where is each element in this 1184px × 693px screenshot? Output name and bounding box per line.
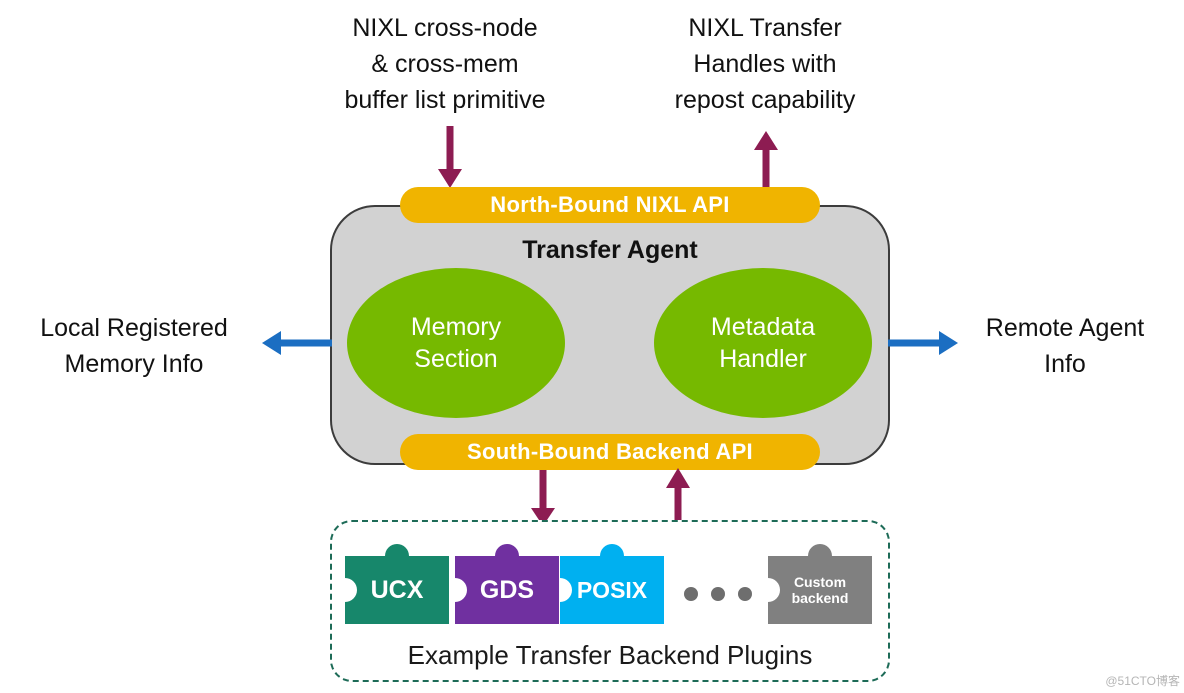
dot-icon xyxy=(738,587,752,601)
dot-icon xyxy=(711,587,725,601)
south-bound-api-label: South-Bound Backend API xyxy=(467,439,753,464)
puzzle-piece-icon xyxy=(345,544,449,624)
metadata-handler-ellipse: Metadata Handler xyxy=(654,268,872,418)
arrow-left-local-memory xyxy=(262,331,332,355)
watermark: @51CTO博客 xyxy=(1105,674,1180,688)
annotation-local-memory-info: Local Registered Memory Info xyxy=(40,314,228,379)
plugin-ucx-puzzle-piece: UCX xyxy=(345,542,449,624)
transfer-agent-title: Transfer Agent xyxy=(522,236,698,264)
annotation-buffer-primitive: NIXL cross-node & cross-mem buffer list … xyxy=(344,14,546,114)
plugin-ucx-label: UCX xyxy=(370,575,424,604)
metadata-handler-label: Metadata Handler xyxy=(710,312,816,374)
annotation-transfer-handles: NIXL Transfer Handles with repost capabi… xyxy=(674,14,856,114)
puzzle-piece-icon xyxy=(768,544,872,624)
arrow-down-into-north-api xyxy=(438,126,462,188)
north-bound-api-label: North-Bound NIXL API xyxy=(490,192,730,217)
arrow-down-to-backends xyxy=(531,470,555,526)
puzzle-piece-icon xyxy=(560,544,664,624)
ellipsis-dots xyxy=(676,586,760,602)
north-bound-api-pill: North-Bound NIXL API xyxy=(400,187,820,223)
plugin-custom-backend-label: Custom backend xyxy=(791,573,849,606)
dot-icon xyxy=(684,587,698,601)
annotation-remote-agent-info: Remote Agent Info xyxy=(985,314,1145,379)
plugin-posix-label: POSIX xyxy=(576,576,648,603)
memory-section-ellipse: Memory Section xyxy=(347,268,565,418)
plugin-gds-puzzle-piece: GDS xyxy=(455,542,559,624)
plugin-gds-label: GDS xyxy=(479,575,535,604)
puzzle-piece-icon xyxy=(455,544,559,624)
memory-section-label: Memory Section xyxy=(410,312,502,374)
south-bound-api-pill: South-Bound Backend API xyxy=(400,434,820,470)
arrow-up-from-backends xyxy=(666,468,690,526)
plugins-caption: Example Transfer Backend Plugins xyxy=(407,640,813,670)
plugin-posix-puzzle-piece: POSIX xyxy=(560,542,664,624)
arrow-right-remote-agent xyxy=(888,331,958,355)
plugin-custom-backend-puzzle-piece: Custom backend xyxy=(768,542,872,624)
